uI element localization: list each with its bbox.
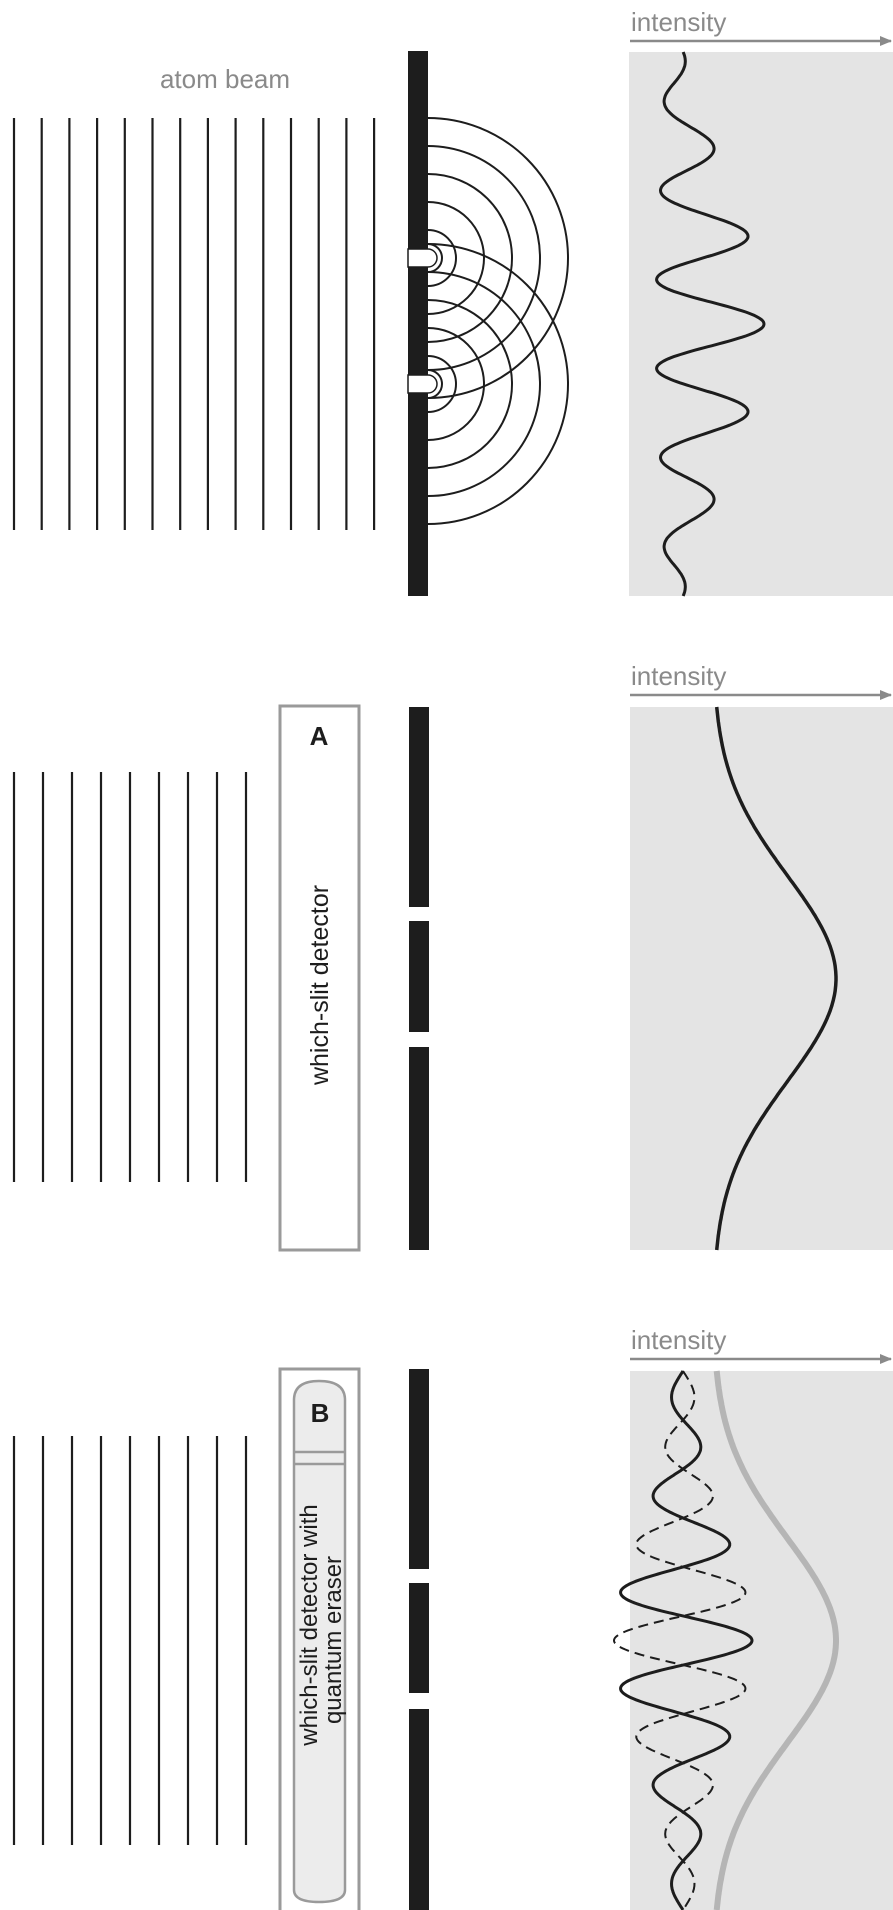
- detector-letter-a: A: [310, 721, 329, 751]
- intensity-label-3: intensity: [631, 1325, 726, 1355]
- circular-wavefront: [428, 300, 512, 468]
- detector-label-a: which-slit detector: [306, 885, 334, 1086]
- barrier-segment-bottom: [409, 1709, 429, 1910]
- double-slit-barrier-1: [408, 51, 428, 596]
- detector-label-b-line1: which-slit detector with: [296, 1504, 323, 1746]
- intensity-label-1: intensity: [631, 7, 726, 37]
- incoming-wavefronts-3: [14, 1436, 246, 1845]
- detector-label-b-line2: quantum eraser: [320, 1556, 347, 1724]
- detection-screen-3: [630, 1371, 893, 1910]
- detector-letter-b: B: [311, 1398, 330, 1428]
- barrier-segment-middle: [409, 1583, 429, 1693]
- which-slit-detector-b: B which-slit detector with quantum erase…: [280, 1369, 359, 1910]
- incoming-wavefronts-1: [14, 118, 374, 530]
- detection-screen-2: [630, 707, 893, 1250]
- barrier-segment-middle: [409, 921, 429, 1032]
- detection-screen-1: [629, 52, 893, 596]
- circular-wavefront: [428, 244, 568, 524]
- diffracted-waves-upper-slit: [428, 118, 568, 398]
- incoming-wavefronts-2: [14, 772, 246, 1182]
- panel-1: atom beam intensity: [14, 7, 893, 596]
- barrier-segment-top: [409, 707, 429, 907]
- slit-barrier-2: [409, 707, 429, 1250]
- barrier-segment-bottom: [409, 1047, 429, 1250]
- panel-2: A which-slit detector intensity: [14, 661, 893, 1250]
- slit-barrier-3: [409, 1369, 429, 1910]
- barrier-segment-middle: [408, 267, 428, 375]
- barrier-segment-top: [408, 51, 428, 249]
- diffracted-waves-lower-slit: [428, 244, 568, 524]
- which-slit-detector-a: A which-slit detector: [280, 706, 359, 1250]
- atom-beam-label: atom beam: [160, 64, 290, 94]
- circular-wavefront: [428, 174, 512, 342]
- barrier-segment-bottom: [408, 393, 428, 596]
- circular-wavefront: [428, 118, 568, 398]
- panel-3: B which-slit detector with quantum erase…: [14, 1325, 893, 1910]
- intensity-label-2: intensity: [631, 661, 726, 691]
- barrier-segment-top: [409, 1369, 429, 1569]
